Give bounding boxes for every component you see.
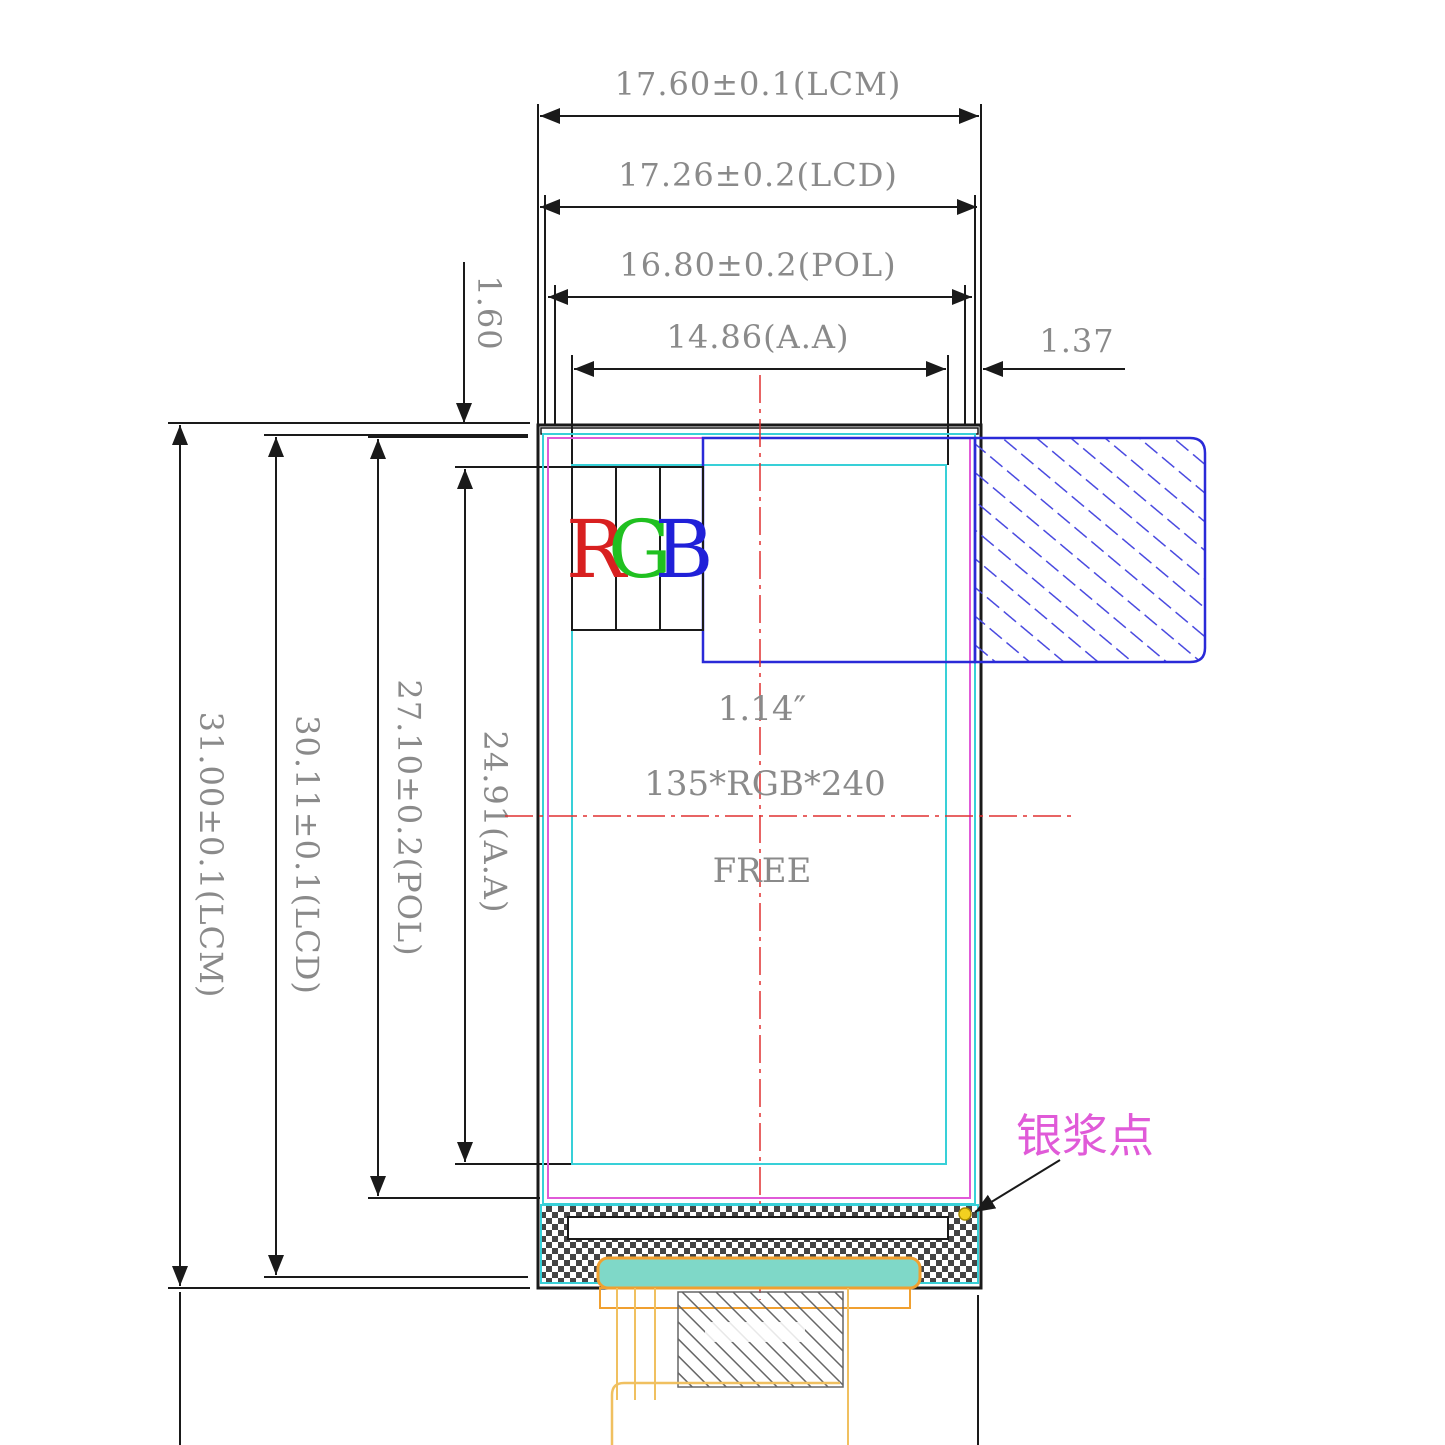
- vertical-dimension-labels: 31.00±0.1(LCM) 30.11±0.1(LCD) 27.10±0.2(…: [192, 679, 514, 998]
- center-lines: [505, 375, 1075, 1300]
- width-pol-label: 16.80±0.2(POL): [619, 246, 896, 284]
- horizontal-dimensions: [456, 104, 1125, 465]
- silver-paste-label: 银浆点: [1016, 1109, 1154, 1163]
- rgb-subpixel: R G B: [566, 466, 714, 631]
- rgb-label-g: G: [608, 503, 672, 596]
- fpc-tab: [701, 436, 1207, 664]
- active-area-outline: [571, 464, 947, 1165]
- left-margin-label: 1.60: [470, 275, 508, 350]
- height-pol-label: 27.10±0.2(POL): [390, 679, 428, 956]
- panel-specs: 1.14″ 135*RGB*240 FREE: [644, 689, 886, 891]
- silver-paste-callout: 银浆点: [974, 1109, 1154, 1213]
- width-aa-label: 14.86(A.A): [667, 318, 850, 356]
- rgb-label-r: R: [566, 503, 629, 596]
- horizontal-dimension-labels: 17.60±0.1(LCM) 17.26±0.2(LCD) 16.80±0.2(…: [470, 65, 1114, 360]
- right-margin-label: 1.37: [1039, 322, 1114, 360]
- height-lcm-label: 31.00±0.1(LCM): [192, 712, 230, 999]
- height-lcd-label: 30.11±0.1(LCD): [288, 715, 326, 995]
- bottom-ledge: [540, 1204, 979, 1290]
- width-lcm-label: 17.60±0.1(LCM): [615, 65, 902, 103]
- free-label: FREE: [713, 851, 812, 891]
- height-aa-label: 24.91(A.A): [476, 731, 514, 914]
- panel-size: 1.14″: [718, 689, 806, 729]
- rgb-label-b: B: [655, 503, 714, 596]
- panel-resolution: 135*RGB*240: [644, 764, 886, 804]
- driver-ic: [567, 1216, 949, 1240]
- silver-paste-dot: [958, 1207, 972, 1221]
- width-lcd-label: 17.26±0.2(LCD): [618, 156, 898, 194]
- vertical-dimensions: [168, 422, 572, 1445]
- flex-cable: [599, 1287, 979, 1445]
